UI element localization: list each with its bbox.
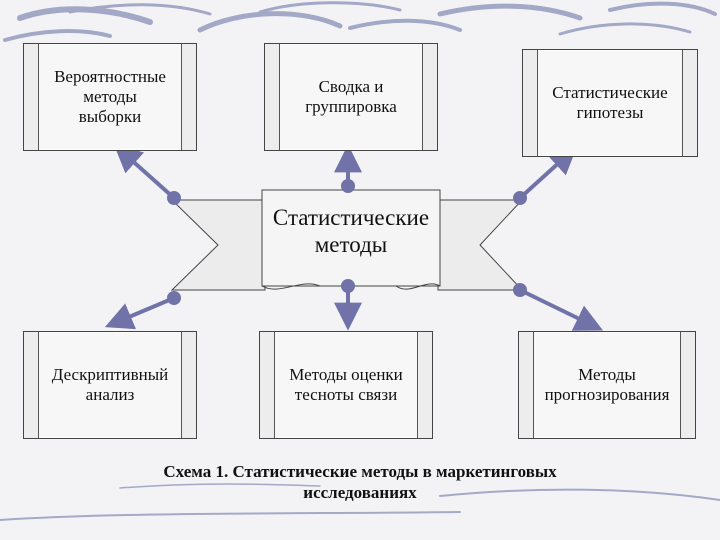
scroll-right-edge bbox=[680, 332, 695, 438]
node-label: Методы оценки тесноты связи bbox=[289, 365, 403, 404]
arrow-origin-dot bbox=[167, 291, 181, 305]
center-node-label: Статистические методы bbox=[272, 205, 430, 257]
scroll-left-edge bbox=[24, 44, 39, 150]
arrow-to-forecasting bbox=[519, 288, 604, 331]
scroll-right-edge bbox=[682, 50, 697, 156]
node-label: Статистические гипотезы bbox=[552, 83, 668, 122]
node-summary-grouping: Сводка и группировка bbox=[264, 43, 438, 151]
node-sampling-methods: Вероятностные методы выборки bbox=[23, 43, 197, 151]
node-forecasting-methods: Методы прогнозирования bbox=[518, 331, 696, 439]
scroll-left-edge bbox=[523, 50, 538, 156]
arrow-origin-dot bbox=[513, 191, 527, 205]
scroll-right-edge bbox=[417, 332, 432, 438]
node-label: Вероятностные методы выборки bbox=[54, 67, 166, 126]
scroll-left-edge bbox=[260, 332, 275, 438]
node-statistical-hypotheses: Статистические гипотезы bbox=[522, 49, 698, 157]
node-label: Сводка и группировка bbox=[305, 77, 397, 116]
scroll-left-edge bbox=[265, 44, 280, 150]
arrow-to-hypotheses bbox=[518, 146, 578, 200]
arrow-origin-dot bbox=[341, 179, 355, 193]
arrow-origin-dot bbox=[167, 191, 181, 205]
node-correlation-methods: Методы оценки тесноты связи bbox=[259, 331, 433, 439]
diagram-caption: Схема 1. Статистические методы в маркети… bbox=[163, 462, 557, 502]
node-label: Дескриптивный анализ bbox=[51, 365, 169, 404]
scroll-right-edge bbox=[181, 332, 196, 438]
arrow-to-sampling bbox=[113, 144, 176, 200]
scroll-left-edge bbox=[24, 332, 39, 438]
scroll-right-edge bbox=[181, 44, 196, 150]
scroll-right-edge bbox=[422, 44, 437, 150]
node-label: Методы прогнозирования bbox=[544, 365, 670, 404]
center-banner bbox=[170, 189, 524, 291]
node-descriptive-analysis: Дескриптивный анализ bbox=[23, 331, 197, 439]
arrow-to-descriptive bbox=[104, 296, 175, 330]
scroll-left-edge bbox=[519, 332, 534, 438]
arrow-origin-dot bbox=[341, 279, 355, 293]
arrow-origin-dot bbox=[513, 283, 527, 297]
